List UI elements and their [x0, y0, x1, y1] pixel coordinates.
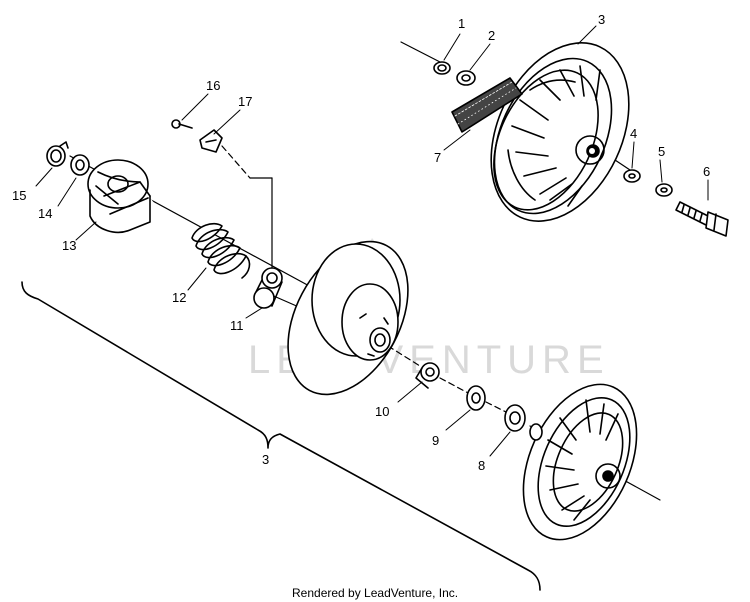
callout-13: 13	[62, 238, 76, 253]
callout-17: 17	[238, 94, 252, 109]
part-9-washer	[466, 385, 486, 411]
part-6-bolt	[675, 201, 729, 237]
part-lower-sheave	[522, 383, 638, 541]
part-2-washer	[456, 70, 476, 86]
part-11-bushing	[253, 267, 283, 309]
part-1-washer	[433, 61, 451, 75]
callout-4: 4	[630, 126, 637, 141]
part-17-button	[199, 129, 223, 153]
callout-7: 7	[434, 150, 441, 165]
part-12-spring	[191, 222, 251, 279]
callout-5: 5	[658, 144, 665, 159]
callout-15: 15	[12, 188, 26, 203]
part-15-snap-ring	[46, 141, 69, 167]
part-10-spacer	[415, 362, 440, 389]
callout-6: 6	[703, 164, 710, 179]
callout-3-top: 3	[598, 12, 605, 27]
part-7-belt	[451, 77, 523, 133]
callout-11: 11	[230, 318, 244, 333]
footer-credit: Rendered by LeadVenture, Inc.	[292, 586, 458, 600]
part-13-cam	[86, 156, 158, 236]
callout-16: 16	[206, 78, 220, 93]
part-14-washer	[70, 154, 90, 176]
callouts: 1 2 3 4 5 6 7 8 9 10 11 12 13 14 15 16 1…	[12, 12, 710, 473]
part-8-washer	[504, 404, 526, 432]
callout-8: 8	[478, 458, 485, 473]
assembly-bracket	[21, 281, 541, 591]
leader-lines	[35, 25, 709, 457]
part-5-washer	[655, 183, 673, 197]
callout-12: 12	[172, 290, 186, 305]
part-center-sheave	[287, 240, 409, 396]
callout-10: 10	[375, 404, 389, 419]
callout-3-assembly: 3	[262, 452, 269, 467]
callout-1: 1	[458, 16, 465, 31]
part-16-screw	[171, 119, 193, 129]
part-4-washer	[623, 169, 641, 183]
callout-2: 2	[488, 28, 495, 43]
callout-14: 14	[38, 206, 52, 221]
callout-9: 9	[432, 433, 439, 448]
part-3-driven-sheave	[490, 42, 630, 222]
